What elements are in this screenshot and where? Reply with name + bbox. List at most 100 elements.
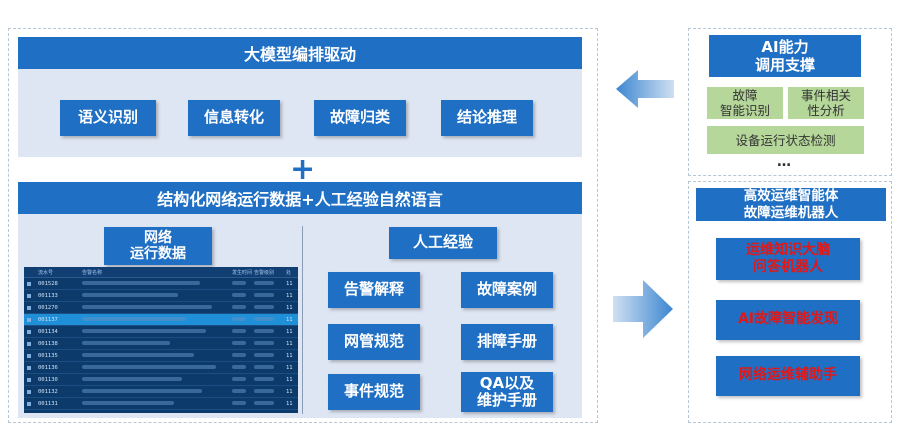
row-blurred-level <box>254 364 286 371</box>
row-id: 001136 <box>38 364 58 371</box>
row-blurred-level <box>254 280 286 287</box>
row-blurred-name <box>82 376 232 383</box>
table-row: 001132 11 <box>24 386 298 398</box>
ai-capability-title: AI能力 调用支撑 <box>709 35 861 77</box>
row-checkbox-icon <box>24 329 34 334</box>
ai-ellipsis: … <box>777 154 791 170</box>
table-header-cell: 处 <box>286 269 292 276</box>
experience-event-spec: 事件规范 <box>328 374 420 410</box>
row-last: 11 <box>286 364 293 371</box>
row-blurred-name <box>82 304 232 311</box>
table-row: 001270 11 <box>24 302 298 314</box>
row-checkbox-icon <box>24 353 34 358</box>
row-id: 001130 <box>38 376 58 383</box>
panel-divider <box>302 226 303 414</box>
table-row: 001134 11 <box>24 326 298 338</box>
row-blurred-time <box>232 352 254 359</box>
experience-qa-manual: QA以及 维护手册 <box>461 372 553 412</box>
table-row: 001133 11 <box>24 290 298 302</box>
row-last: 11 <box>286 304 293 311</box>
row-last: 11 <box>286 376 293 383</box>
robot-item-network-assistant: 网络运维辅助手 <box>716 356 860 396</box>
row-checkbox-icon <box>24 341 34 346</box>
row-checkbox-icon <box>24 365 34 370</box>
row-checkbox-icon <box>24 305 34 310</box>
row-last: 11 <box>286 328 293 335</box>
data-title-bar: 结构化网络运行数据+人工经验自然语言 <box>18 182 582 214</box>
row-blurred-name <box>82 328 232 335</box>
row-last: 11 <box>286 388 293 395</box>
plus-sign: + <box>290 152 316 187</box>
row-blurred-level <box>254 400 286 407</box>
row-blurred-time <box>232 400 254 407</box>
ai-item-device-status: 设备运行状态检测 <box>707 126 864 154</box>
row-id: 001137 <box>38 316 58 323</box>
row-blurred-name <box>82 388 232 395</box>
table-row: 001137 11 <box>24 314 298 326</box>
row-blurred-time <box>232 376 254 383</box>
row-id: 001131 <box>38 400 58 407</box>
row-blurred-level <box>254 292 286 299</box>
row-blurred-level <box>254 316 286 323</box>
ai-item-event-correlation: 事件相关 性分析 <box>788 87 864 119</box>
robot-frame <box>688 181 892 423</box>
row-blurred-time <box>232 316 254 323</box>
row-last: 11 <box>286 352 293 359</box>
row-blurred-time <box>232 304 254 311</box>
robot-title: 高效运维智能体 故障运维机器人 <box>696 188 886 221</box>
row-id: 001132 <box>38 388 58 395</box>
row-checkbox-icon <box>24 377 34 382</box>
row-id: 001528 <box>38 280 58 287</box>
row-checkbox-icon <box>24 401 34 406</box>
row-blurred-name <box>82 280 232 287</box>
capability-conclusion-reasoning: 结论推理 <box>441 100 533 136</box>
experience-fault-cases: 故障案例 <box>461 272 553 308</box>
table-header-cell: 告警名称 <box>82 269 103 276</box>
row-last: 11 <box>286 292 293 299</box>
row-checkbox-icon <box>24 389 34 394</box>
row-blurred-name <box>82 292 232 299</box>
row-id: 001133 <box>38 292 58 299</box>
row-blurred-level <box>254 352 286 359</box>
row-blurred-time <box>232 364 254 371</box>
row-blurred-time <box>232 328 254 335</box>
experience-alarm-explain: 告警解释 <box>328 272 420 308</box>
row-blurred-name <box>82 352 232 359</box>
capability-semantic-recognition: 语义识别 <box>60 100 156 136</box>
row-checkbox-icon <box>24 293 34 298</box>
row-id: 001135 <box>38 352 58 359</box>
top-title-bar: 大模型编排驱动 <box>18 37 582 69</box>
row-blurred-level <box>254 340 286 347</box>
experience-troubleshoot-manual: 排障手册 <box>461 324 553 360</box>
row-blurred-name <box>82 316 232 323</box>
table-row: 001138 11 <box>24 338 298 350</box>
table-header-cell: 发生时间 <box>232 269 253 276</box>
table-row: 001136 11 <box>24 362 298 374</box>
row-blurred-time <box>232 292 254 299</box>
row-blurred-name <box>82 364 232 371</box>
row-id: 001134 <box>38 328 58 335</box>
row-id: 001138 <box>38 340 58 347</box>
row-checkbox-icon <box>24 317 34 322</box>
table-header-cell: 流水号 <box>38 269 54 276</box>
arrow-right-icon <box>613 280 673 338</box>
capability-info-transform: 信息转化 <box>188 100 280 136</box>
row-id: 001270 <box>38 304 58 311</box>
row-last: 11 <box>286 340 293 347</box>
table-row: 001130 11 <box>24 374 298 386</box>
row-last: 11 <box>286 316 293 323</box>
row-blurred-level <box>254 304 286 311</box>
main-frame <box>8 28 598 423</box>
network-data-label: 网络 运行数据 <box>104 227 212 265</box>
row-blurred-name <box>82 400 232 407</box>
robot-item-knowledge-qa: 运维知识大脑 问答机器人 <box>716 238 860 280</box>
row-blurred-time <box>232 280 254 287</box>
row-blurred-level <box>254 328 286 335</box>
ai-capability-frame <box>688 28 892 176</box>
capability-fault-classify: 故障归类 <box>314 100 406 136</box>
experience-nms-spec: 网管规范 <box>328 324 420 360</box>
row-blurred-level <box>254 376 286 383</box>
